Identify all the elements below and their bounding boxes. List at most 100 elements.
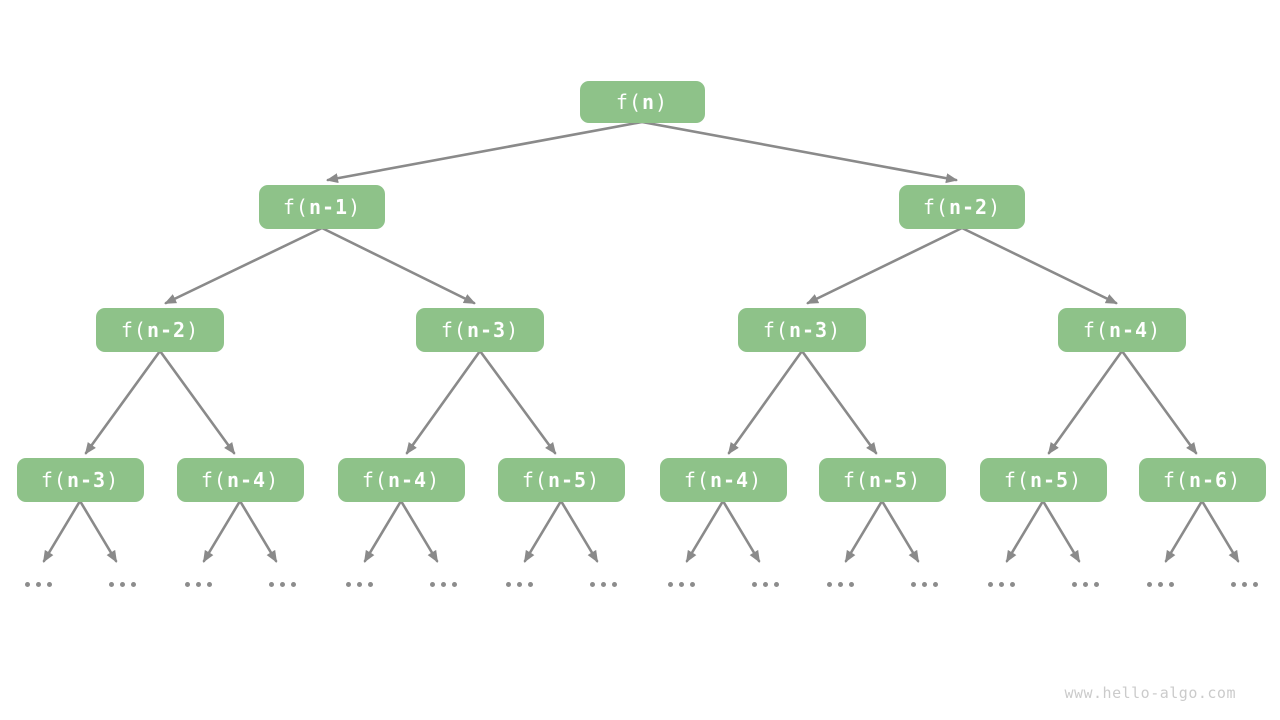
node-label-part: n-3 [466, 318, 507, 342]
tree-edge-arrow [164, 226, 324, 305]
node-label-part: f( [200, 468, 227, 492]
tree-node: f(n-2) [96, 308, 224, 352]
ellipsis-dot [24, 582, 30, 587]
node-label-part: ) [908, 468, 922, 492]
ellipsis-dot [1252, 582, 1258, 587]
ellipsis-dot [356, 582, 362, 587]
tree-node: f(n-5) [818, 458, 946, 502]
node-label-part: ) [655, 90, 669, 114]
node-label-part: ) [828, 318, 842, 342]
ellipsis-dot [1241, 582, 1247, 587]
tree-edge-arrow [320, 226, 476, 305]
ellipsis-dot [1157, 582, 1163, 587]
node-label-part: n-4 [387, 468, 428, 492]
node-label-part: n-4 [226, 468, 267, 492]
ellipsis [667, 582, 695, 587]
tree-edge-arrow [42, 499, 82, 563]
ellipsis-dot [1146, 582, 1152, 587]
node-label-part: ) [186, 318, 200, 342]
tree-edge-arrow [685, 499, 725, 563]
tree-edge-arrow [727, 349, 804, 455]
ellipsis [1230, 582, 1258, 587]
tree-edge-arrow [326, 120, 644, 184]
tree-node: f(n-5) [979, 458, 1107, 502]
node-label-part: f( [440, 318, 467, 342]
tree-edge-arrow [78, 499, 118, 563]
node-label-part: n-5 [868, 468, 909, 492]
ellipsis-dot [1093, 582, 1099, 587]
node-label-part: f( [282, 195, 309, 219]
tree-edge-arrow [1164, 499, 1204, 563]
ellipsis-dot [667, 582, 673, 587]
ellipsis [268, 582, 296, 587]
ellipsis-dot [184, 582, 190, 587]
node-label-part: ) [427, 468, 441, 492]
tree-edge-arrow [640, 120, 958, 184]
ellipsis-dot [773, 582, 779, 587]
node-label-part: f( [762, 318, 789, 342]
tree-edge-arrow [1047, 349, 1124, 455]
ellipsis-dot [611, 582, 617, 587]
ellipsis-dot [1168, 582, 1174, 587]
node-label-part: n-6 [1188, 468, 1229, 492]
ellipsis [1146, 582, 1174, 587]
tree-edge-arrow [1041, 499, 1081, 563]
watermark: www.hello-algo.com [1064, 684, 1236, 702]
tree-edge-arrow [399, 499, 439, 563]
ellipsis [589, 582, 617, 587]
ellipsis-dot [1071, 582, 1077, 587]
ellipsis [1071, 582, 1099, 587]
node-label-part: n-3 [788, 318, 829, 342]
ellipsis [24, 582, 52, 587]
tree-edge-arrow [1120, 349, 1198, 455]
node-label-part: n-2 [948, 195, 989, 219]
ellipsis-dot [46, 582, 52, 587]
node-label-part: ) [106, 468, 120, 492]
node-label-part: n-5 [1029, 468, 1070, 492]
ellipsis-dot [589, 582, 595, 587]
tree-node: f(n-2) [899, 185, 1025, 229]
ellipsis-dot [751, 582, 757, 587]
ellipsis-dot [345, 582, 351, 587]
node-label-part: ) [1148, 318, 1162, 342]
ellipsis-dot [762, 582, 768, 587]
tree-node: f(n-5) [497, 458, 625, 502]
tree-edge-arrow [202, 499, 242, 563]
ellipsis-dot [119, 582, 125, 587]
tree-node: f(n-4) [659, 458, 787, 502]
ellipsis [345, 582, 373, 587]
ellipsis-dot [848, 582, 854, 587]
tree-edge-arrow [880, 499, 920, 563]
ellipsis [184, 582, 212, 587]
node-label-part: f( [615, 90, 642, 114]
node-label-part: f( [842, 468, 869, 492]
ellipsis [987, 582, 1015, 587]
node-label-part: ) [1228, 468, 1242, 492]
tree-edge-arrow [960, 226, 1118, 305]
node-label-part: n [642, 90, 656, 114]
tree-node: f(n) [579, 81, 705, 123]
tree-edge-arrow [158, 349, 236, 455]
ellipsis-dot [429, 582, 435, 587]
tree-node: f(n-1) [259, 185, 385, 229]
ellipsis-dot [516, 582, 522, 587]
ellipsis-dot [678, 582, 684, 587]
tree-edge-arrow [800, 349, 878, 455]
tree-node: f(n-4) [176, 458, 304, 502]
tree-edge-arrow [478, 349, 557, 455]
tree-node: f(n-6) [1138, 458, 1266, 502]
ellipsis-dot [837, 582, 843, 587]
node-label-part: n-4 [1108, 318, 1149, 342]
node-label-part: f( [922, 195, 949, 219]
ellipsis-dot [910, 582, 916, 587]
ellipsis-dot [108, 582, 114, 587]
ellipsis-dot [932, 582, 938, 587]
ellipsis [751, 582, 779, 587]
node-label-part: f( [40, 468, 67, 492]
tree-edge-arrow [84, 349, 162, 455]
ellipsis-dot [290, 582, 296, 587]
ellipsis-dot [505, 582, 511, 587]
tree-edge-arrow [806, 226, 964, 305]
tree-node: f(n-4) [1058, 308, 1186, 352]
